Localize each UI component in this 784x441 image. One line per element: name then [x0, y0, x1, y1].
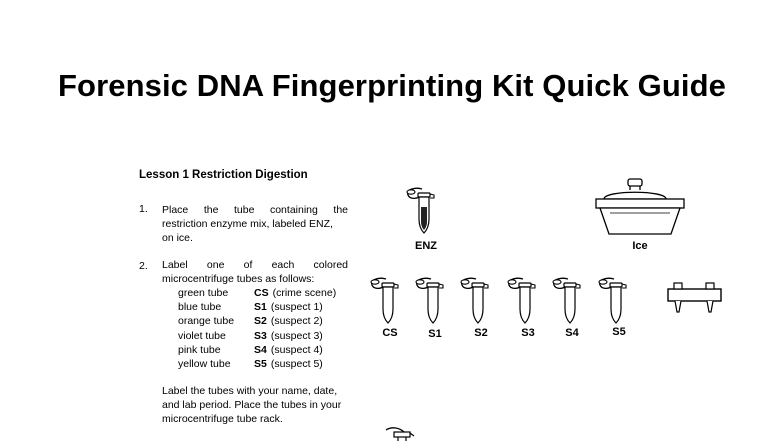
step-2-line: microcentrifuge tubes as follows:	[162, 273, 315, 285]
step-1-line: restriction enzyme mix, labeled ENZ,	[162, 218, 333, 230]
step-2-note-line: microcentrifuge tube rack.	[162, 413, 283, 425]
tube-description: (crime scene)	[272, 287, 337, 299]
lesson-heading: Lesson 1 Restriction Digestion	[139, 169, 308, 181]
tube-code: S2	[254, 315, 267, 328]
tube-label-cs: CS	[382, 327, 398, 339]
step-2-note-line: Label the tubes with your name, date,	[162, 385, 338, 397]
tube-label-row: violet tube S3 (suspect 3)	[178, 329, 336, 343]
step-2-note: Label the tubes with your name, date, an…	[162, 384, 350, 426]
tube-label-row: pink tube S4 (suspect 4)	[178, 343, 336, 357]
step-2-note-line: and lab period. Place the tubes in your	[162, 399, 342, 411]
ice-bucket-icon	[595, 178, 685, 235]
tube-description: (suspect 5)	[270, 357, 323, 370]
tube-label-row: orange tube S2 (suspect 2)	[178, 314, 336, 328]
enz-label: ENZ	[415, 240, 437, 252]
tube-s3-icon	[507, 277, 536, 324]
tube-rack-icon	[667, 282, 722, 313]
page-title: Forensic DNA Fingerprinting Kit Quick Gu…	[58, 68, 726, 103]
partial-tube-icon	[385, 427, 415, 441]
tube-color: green tube	[178, 287, 229, 299]
tube-description: (suspect 3)	[270, 329, 323, 342]
enz-tube-icon	[406, 187, 435, 234]
tube-color: blue tube	[178, 301, 222, 314]
tube-label-s2: S2	[474, 327, 488, 339]
tube-label-row: blue tube S1 (suspect 1)	[178, 300, 336, 314]
tube-color: orange tube	[178, 315, 235, 328]
tube-code: S4	[254, 343, 267, 356]
tube-label-s4: S4	[565, 327, 579, 339]
ice-label: Ice	[632, 240, 648, 252]
tube-s4-icon	[552, 277, 581, 324]
tube-s2-icon	[460, 277, 489, 324]
tube-color: violet tube	[178, 329, 226, 342]
tube-label-s5: S5	[612, 326, 626, 338]
tube-code: S5	[254, 357, 267, 370]
tube-cs-icon	[370, 277, 399, 324]
tube-label-s3: S3	[521, 327, 535, 339]
tube-color: pink tube	[178, 343, 221, 356]
tube-s5-icon	[598, 277, 627, 324]
tube-label-row: yellow tube S5 (suspect 5)	[178, 357, 336, 371]
tube-code: CS	[254, 287, 269, 299]
tube-description: (suspect 4)	[270, 343, 323, 356]
step-2-text: Label one of each colored microcentrifug…	[162, 258, 348, 286]
step-1-text: Place the tube containing the restrictio…	[162, 203, 348, 245]
tube-color: yellow tube	[178, 357, 231, 370]
step-1-number: 1.	[139, 203, 148, 215]
tube-description: (suspect 2)	[270, 315, 323, 328]
tube-label-row: green tube CS (crime scene)	[178, 286, 336, 300]
tube-code: S3	[254, 329, 267, 342]
step-1-line: on ice.	[162, 232, 193, 244]
tube-s1-icon	[415, 277, 444, 324]
step-2-line: Label one of each colored	[162, 259, 348, 271]
step-1-line: Place the tube containing the	[162, 204, 348, 216]
tube-code: S1	[254, 301, 267, 314]
tube-label-s1: S1	[428, 328, 442, 340]
tube-description: (suspect 1)	[270, 301, 323, 314]
step-2-number: 2.	[139, 260, 148, 272]
tube-label-list: green tube CS (crime scene) blue tube S1…	[178, 286, 336, 371]
